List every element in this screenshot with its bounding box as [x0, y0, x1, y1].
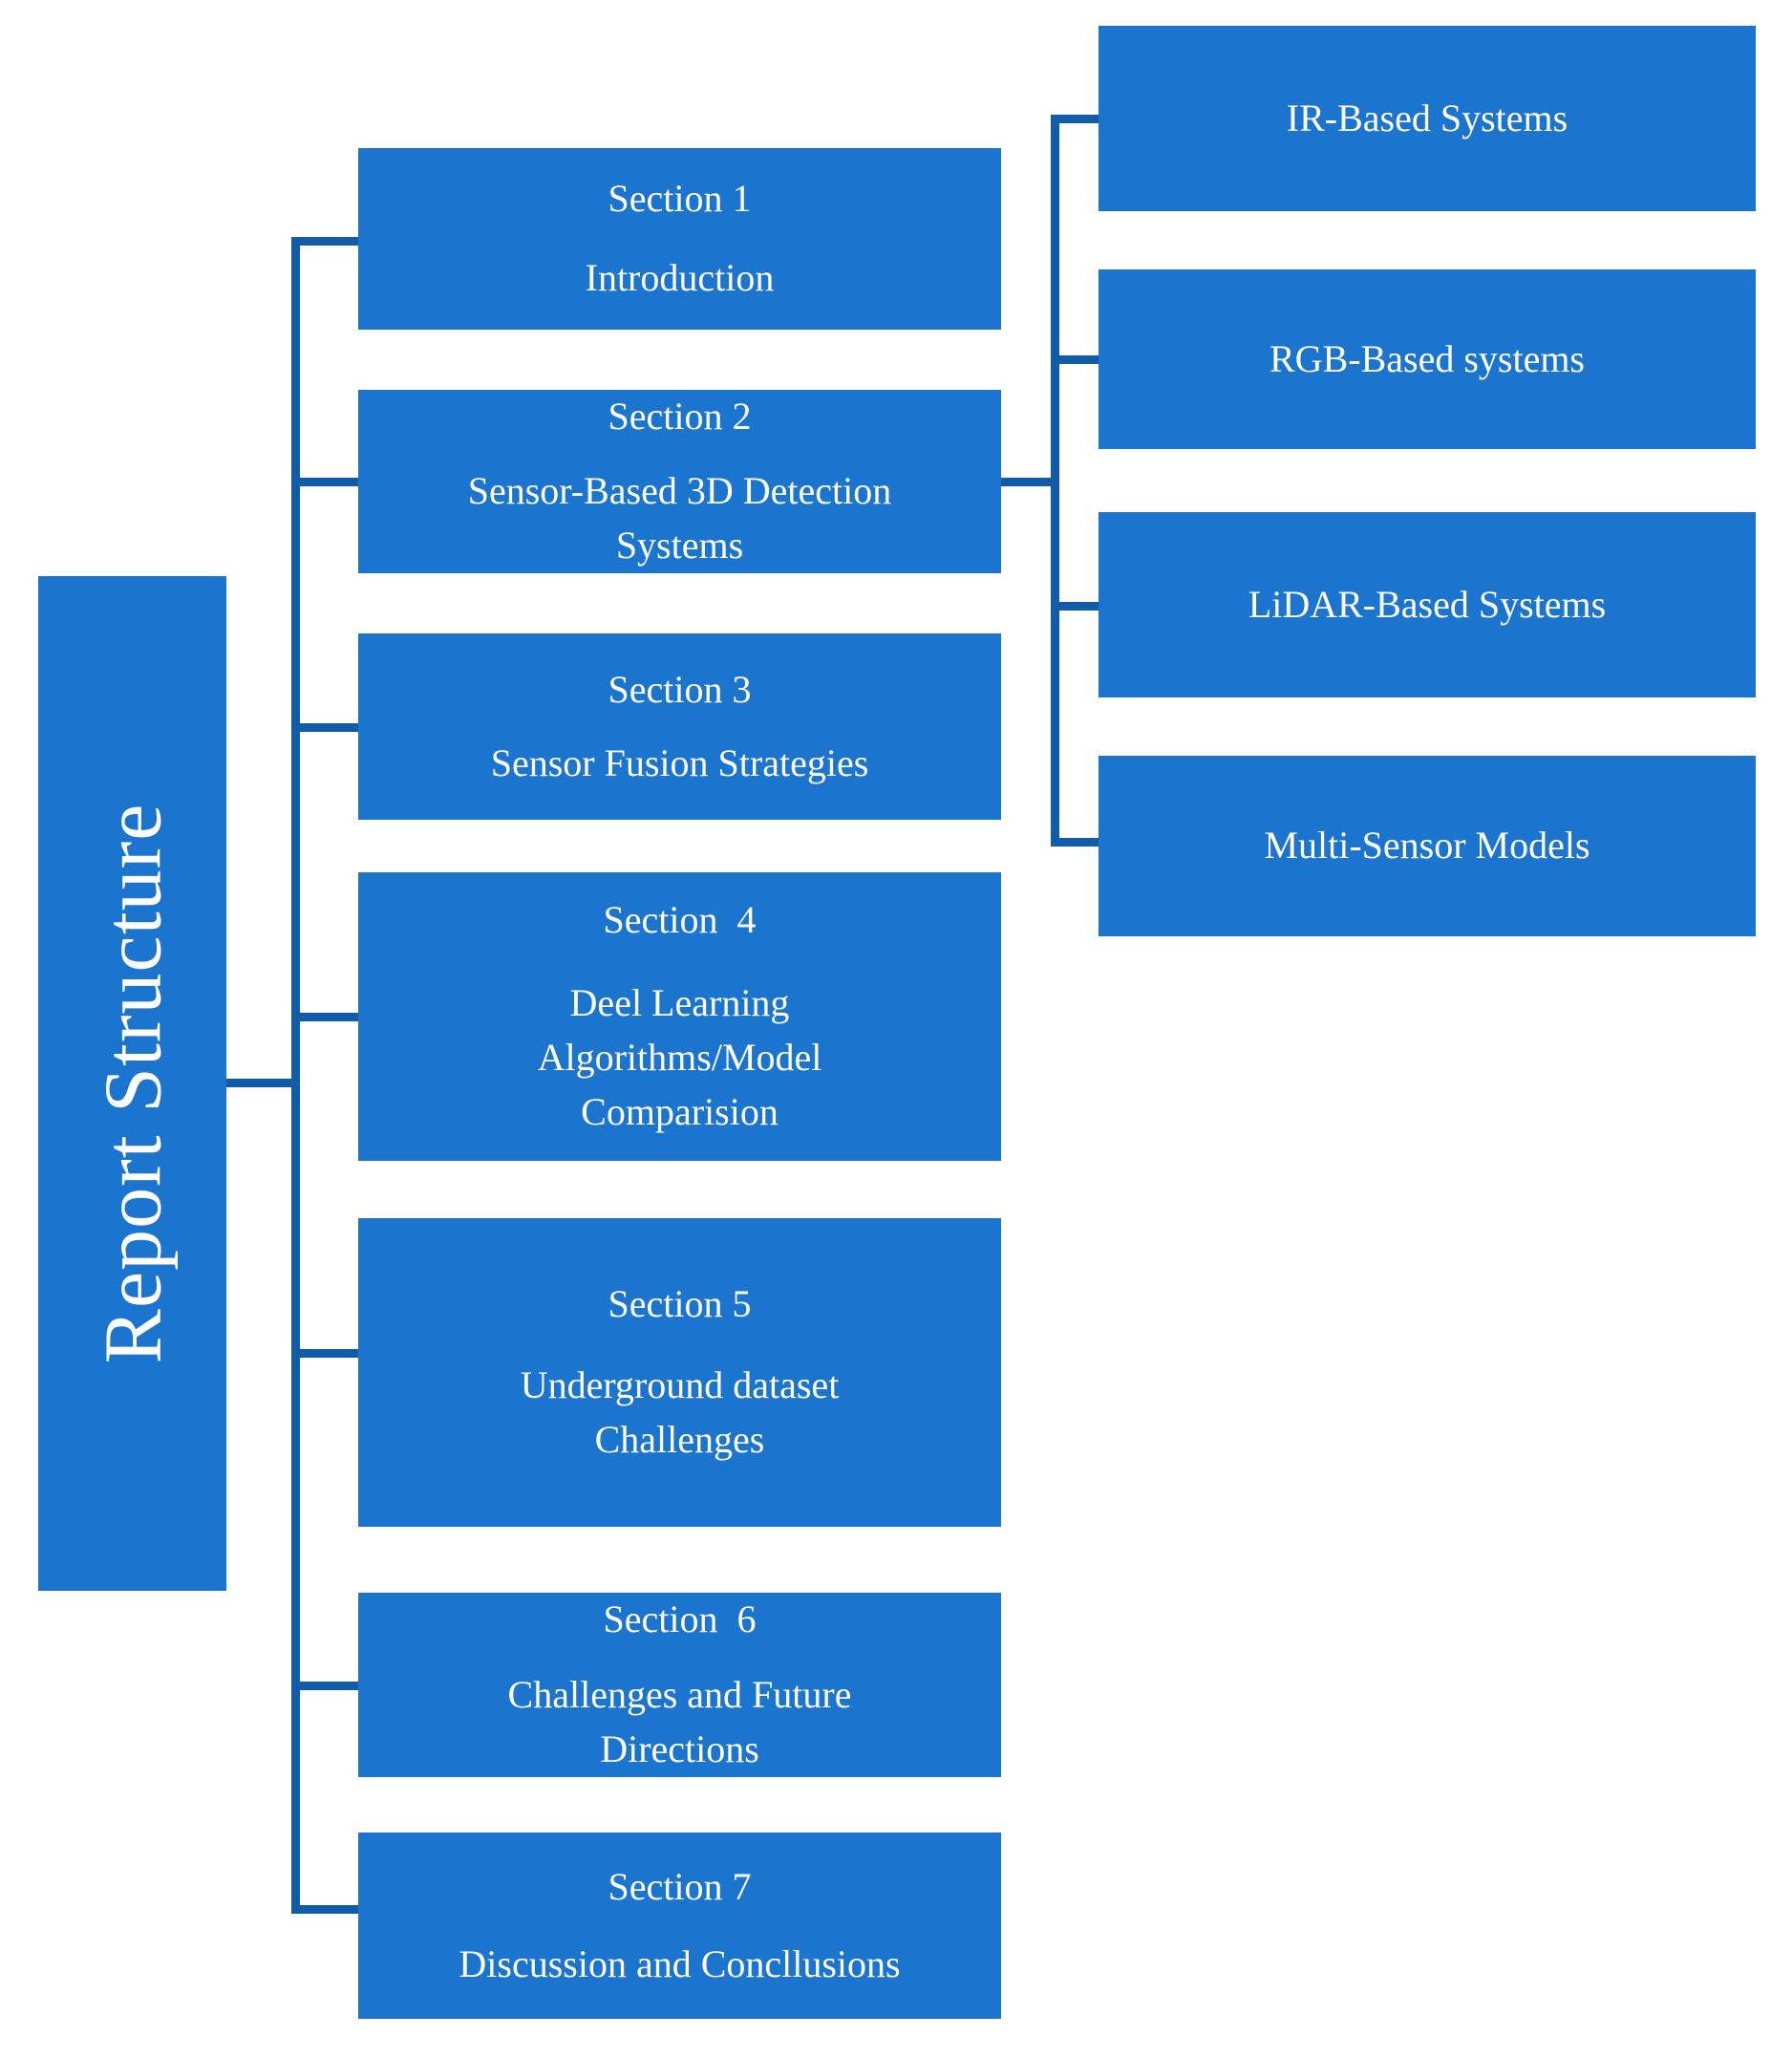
connector-branch-section-4 — [291, 1013, 360, 1021]
node-section-6[interactable]: Section 6 Challenges and Future Directio… — [358, 1593, 1001, 1777]
node-section-5[interactable]: Section 5 Underground dataset Challenges — [358, 1218, 1001, 1527]
connector-branch-section-6 — [291, 1682, 360, 1690]
node-section-1-title: Introduction — [585, 256, 775, 299]
connector-branch-rgb — [1051, 355, 1100, 364]
node-section-1-number: Section 1 — [608, 177, 752, 221]
connector-branch-multi-sensor — [1051, 838, 1100, 847]
node-section-4[interactable]: Section 4 Deel Learning Algorithms/Model… — [358, 872, 1001, 1161]
root-node-report-structure[interactable]: Report Structure — [38, 576, 226, 1591]
node-multi-sensor-models-label: Multi-Sensor Models — [1264, 824, 1590, 868]
node-section-4-number: Section 4 — [603, 898, 757, 942]
node-rgb-based-systems-label: RGB-Based systems — [1269, 336, 1585, 380]
node-multi-sensor-models[interactable]: Multi-Sensor Models — [1099, 756, 1756, 936]
connector-section-2-stub — [1001, 478, 1059, 486]
node-section-3-number: Section 3 — [608, 667, 752, 711]
node-section-2-title-line-2: Systems — [615, 524, 744, 568]
node-section-1[interactable]: Section 1 Introduction — [358, 148, 1001, 330]
node-section-5-title-line-1: Underground dataset — [520, 1363, 840, 1407]
connector-branch-ir — [1051, 115, 1100, 123]
node-section-7[interactable]: Section 7 Discussion and Concllusions — [358, 1833, 1001, 2019]
node-section-3[interactable]: Section 3 Sensor Fusion Strategies — [358, 633, 1001, 820]
node-section-4-title-line-2: Algorithms/Model — [537, 1036, 822, 1079]
node-section-6-title-line-2: Directions — [600, 1727, 759, 1771]
connector-branch-section-2 — [291, 478, 360, 486]
connector-right-trunk — [1051, 115, 1059, 847]
node-section-3-title: Sensor Fusion Strategies — [490, 740, 869, 784]
node-section-5-number: Section 5 — [608, 1282, 752, 1326]
connector-branch-lidar — [1051, 602, 1100, 611]
node-section-2-number: Section 2 — [608, 395, 752, 438]
connector-left-trunk — [291, 237, 300, 1914]
node-lidar-based-systems[interactable]: LiDAR-Based Systems — [1099, 512, 1756, 697]
node-section-7-number: Section 7 — [608, 1864, 752, 1908]
node-section-6-number: Section 6 — [603, 1597, 757, 1640]
connector-branch-section-7 — [291, 1905, 360, 1914]
node-lidar-based-systems-label: LiDAR-Based Systems — [1248, 582, 1607, 626]
node-ir-based-systems[interactable]: IR-Based Systems — [1099, 26, 1756, 211]
node-section-4-title-line-3: Comparision — [581, 1089, 779, 1133]
root-node-label: Report Structure — [86, 803, 179, 1364]
node-section-5-title-line-2: Challenges — [594, 1417, 765, 1461]
connector-branch-section-3 — [291, 723, 360, 732]
node-section-4-title-line-1: Deel Learning — [569, 981, 790, 1025]
connector-branch-section-5 — [291, 1349, 360, 1358]
node-section-2-title-line-1: Sensor-Based 3D Detection — [467, 469, 892, 513]
node-rgb-based-systems[interactable]: RGB-Based systems — [1099, 269, 1756, 449]
connector-branch-section-1 — [291, 237, 360, 246]
connector-root-stub — [226, 1079, 293, 1087]
node-section-6-title-line-1: Challenges and Future — [507, 1673, 852, 1717]
node-section-7-title: Discussion and Concllusions — [459, 1941, 901, 1985]
node-ir-based-systems-label: IR-Based Systems — [1286, 96, 1568, 139]
node-section-2[interactable]: Section 2 Sensor-Based 3D Detection Syst… — [358, 390, 1001, 573]
